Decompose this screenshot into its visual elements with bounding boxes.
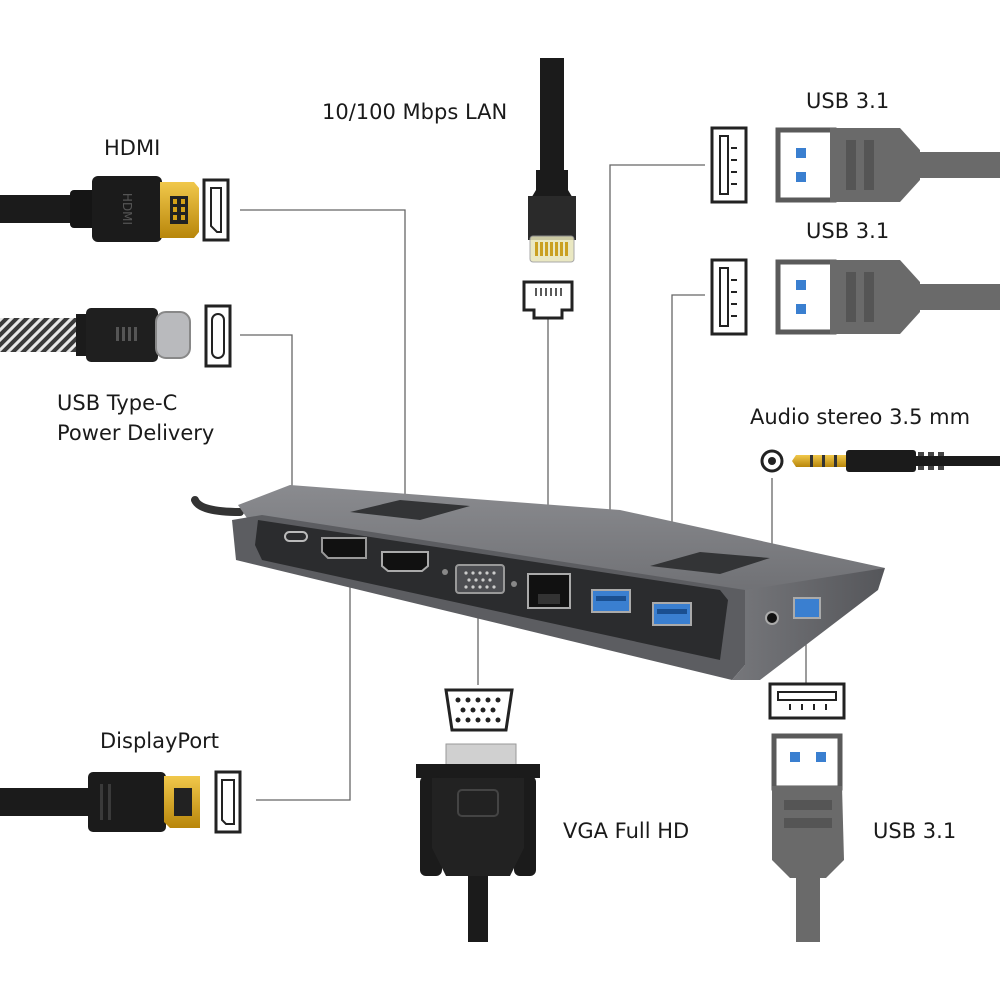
hub-ports: [284, 531, 821, 626]
hub-cable: [191, 496, 244, 516]
leader-usb-c: [240, 334, 293, 530]
vga-port-icon: [444, 688, 514, 732]
vga-cable: [416, 688, 540, 942]
hdmi-plug-mark: HDMI: [120, 193, 134, 225]
audio-cable: [760, 449, 1000, 473]
hub-port-usb-c: [284, 531, 308, 542]
label-vga: VGA Full HD: [563, 819, 690, 843]
lan-port-icon: [522, 280, 574, 320]
label-usb-top-2: USB 3.1: [806, 219, 890, 243]
rubber-pad: [350, 500, 470, 520]
usb-c-cable: [0, 304, 232, 368]
displayport-port-icon: [214, 770, 242, 834]
label-usb-c-line2: Power Delivery: [57, 421, 215, 445]
hdmi-port-icon: [202, 178, 230, 242]
label-usb-top-1: USB 3.1: [806, 89, 890, 113]
hub-port-audio: [765, 611, 779, 625]
leader-lines: [240, 164, 807, 801]
hub-port-usb-3: [793, 597, 821, 619]
label-lan: 10/100 Mbps LAN: [322, 100, 508, 124]
lan-cable: [522, 58, 576, 320]
leader-usb-top-1: [609, 164, 705, 585]
usb-c-port-icon: [204, 304, 232, 368]
leader-displayport: [256, 570, 351, 801]
usb-cable-top-2: [710, 258, 1000, 336]
displayport-cable: [0, 770, 242, 834]
label-usb-bottom: USB 3.1: [873, 819, 957, 843]
label-audio: Audio stereo 3.5 mm: [750, 405, 971, 429]
usb-cable-bottom: [768, 682, 846, 942]
hub-port-hdmi: [381, 551, 429, 572]
usb-cable-top-1: [710, 126, 1000, 204]
hub-port-vga: [455, 564, 505, 594]
label-hdmi: HDMI: [104, 136, 161, 160]
hdmi-cable: HDMI: [0, 176, 230, 242]
leader-hdmi: [240, 209, 406, 552]
leader-usb-top-2: [671, 294, 705, 598]
label-displayport: DisplayPort: [100, 729, 220, 753]
hub-port-displayport: [321, 537, 367, 559]
rubber-pad: [650, 552, 770, 574]
label-usb-c-line1: USB Type-C: [57, 391, 178, 415]
